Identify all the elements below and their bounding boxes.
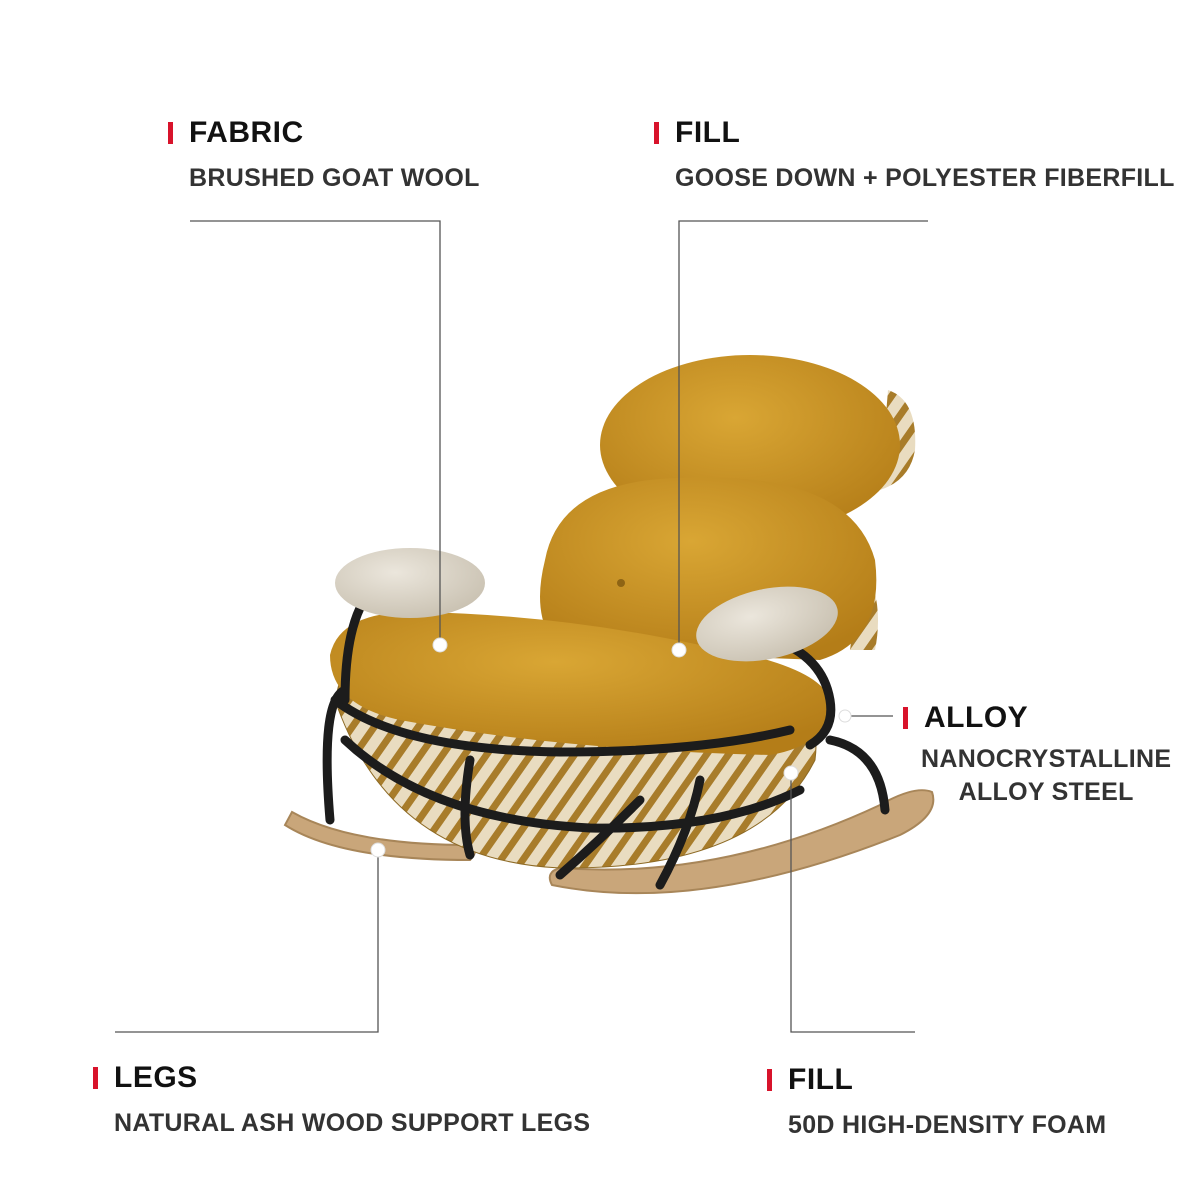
callout-fill-top: FILL GOOSE DOWN + POLYESTER FIBERFILL: [654, 118, 1175, 193]
callout-legs: LEGS NATURAL ASH WOOD SUPPORT LEGS: [93, 1063, 590, 1138]
accent-bar: [767, 1069, 772, 1091]
left-armrest-pad: [335, 548, 485, 618]
callout-fabric: FABRIC BRUSHED GOAT WOOL: [168, 118, 480, 193]
accent-bar: [93, 1067, 98, 1089]
leader-lines: [115, 220, 928, 1033]
callout-subtitle: NATURAL ASH WOOD SUPPORT LEGS: [114, 1109, 591, 1137]
callout-subtitle: BRUSHED GOAT WOOL: [189, 164, 480, 192]
right-armrest-pad: [696, 586, 838, 662]
callout-title: FABRIC: [189, 116, 304, 149]
callout-title: FILL: [788, 1063, 854, 1096]
callout-title: FILL: [675, 116, 741, 149]
callout-title: LEGS: [114, 1061, 198, 1094]
right-rocker-rail: [548, 789, 935, 895]
callout-title: ALLOY: [924, 701, 1029, 734]
callout-subtitle-line-1: NANOCRYSTALLINE: [921, 745, 1172, 773]
anchor-dots: [370, 637, 852, 858]
callout-subtitle-line-2: ALLOY STEEL: [958, 777, 1134, 806]
accent-bar: [168, 122, 173, 144]
callout-alloy: ALLOY NANOCRYSTALLINE ALLOY STEEL: [903, 701, 1171, 808]
callout-subtitle: GOOSE DOWN + POLYESTER FIBERFILL: [675, 164, 1175, 192]
callout-fill-bottom: FILL 50D HIGH-DENSITY FOAM: [767, 1065, 1106, 1140]
callout-subtitle: 50D HIGH-DENSITY FOAM: [788, 1111, 1107, 1139]
accent-bar: [654, 122, 659, 144]
accent-bar: [903, 707, 908, 729]
callout-subtitle: NANOCRYSTALLINE ALLOY STEEL: [921, 743, 1171, 808]
